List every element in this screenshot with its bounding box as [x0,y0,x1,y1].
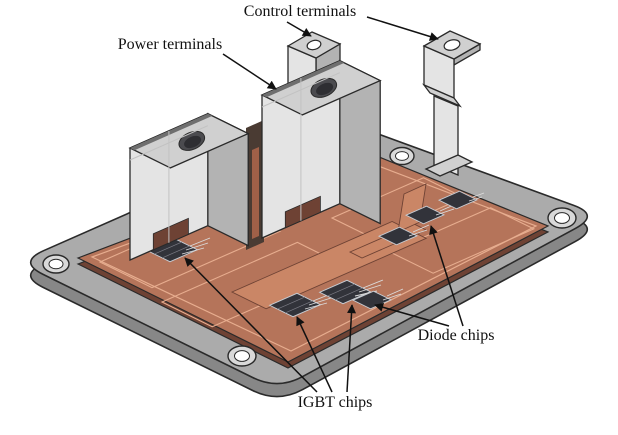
bond-wire [189,237,211,247]
leader-arrow-igbt-1 [184,257,318,393]
bond-wire [185,242,209,251]
hole-bore [554,212,570,224]
bond-wire [308,297,332,306]
label-power-terminals: Power terminals [118,36,222,53]
bond-wire [408,229,428,237]
mounting-hole-left [42,254,70,274]
bond-wire [468,196,483,202]
chip-grid-line [154,241,182,255]
leader-arrow-diode-2 [429,225,464,327]
bond-wire [412,224,430,233]
chip-body [437,190,479,210]
callouts: Control terminals Power terminals Diode … [118,3,495,411]
semiconductor-chips [145,190,485,318]
chip-body [404,205,446,225]
chip-grid-line [285,300,313,314]
mounting-hole-bottom [227,345,257,367]
diode-chip-1 [404,203,457,225]
igbt-chip-3 [318,279,384,305]
igbt-chip-1 [145,237,211,263]
bond-wire [472,192,485,198]
diode-chip-3 [351,288,404,310]
terminal-hole-shadow [316,82,334,96]
terminal-fold-gap [130,113,213,151]
label-diode-chips: Diode chips [418,327,495,344]
leader-arrow-igbt-2 [296,316,333,393]
terminal-foot-cutout [284,195,321,229]
power-terminal-right [260,59,382,239]
chip-grid-line [162,245,190,259]
terminal-step [422,83,462,108]
label-control-terminals: Control terminals [244,3,356,20]
label-igbt-chips: IGBT chips [298,394,373,411]
diode-chip-4 [377,224,430,246]
bond-wire [304,302,328,310]
terminal-fold-line [261,72,341,108]
copper-trace [388,207,536,274]
mounting-hole-top [389,146,415,166]
terminal-fold-gap [262,60,345,98]
power-terminal-left [128,112,250,261]
terminal-tab-hole [306,39,322,51]
bond-wire [386,288,404,297]
hole-bore [395,151,409,161]
chip-body [351,290,393,310]
chip-grid-line [335,287,363,301]
leader-arrow-control-right [366,16,439,41]
bond-wire [435,208,455,216]
hole-bore [48,258,64,270]
leader-arrow-power [222,53,277,90]
bond-wire [358,284,382,293]
terminal-foot [424,154,474,177]
leader-arrow-diode-1 [374,302,450,327]
terminal-foot-cutout [152,217,189,251]
chip-grid-line [327,283,355,297]
control-terminal-right [422,30,482,177]
leader-arrow-igbt-3 [346,304,357,393]
terminal-tab-hole [443,39,461,51]
bond-wire [382,293,402,301]
terminal-hole-shadow [184,135,202,149]
terminal-gap-shadow [246,120,264,250]
bond-wire [362,279,384,289]
chip-body [377,226,419,246]
gap-copper [252,147,259,239]
terminal-fold-line [129,125,209,161]
terminal-leg [433,95,459,176]
mounting-hole-right [547,207,577,229]
diode-chip-2 [437,190,485,210]
leader-arrow-control-left [286,21,312,37]
chip-grid-line [277,296,305,310]
bond-wire [181,247,205,255]
hole-bore [234,350,250,362]
